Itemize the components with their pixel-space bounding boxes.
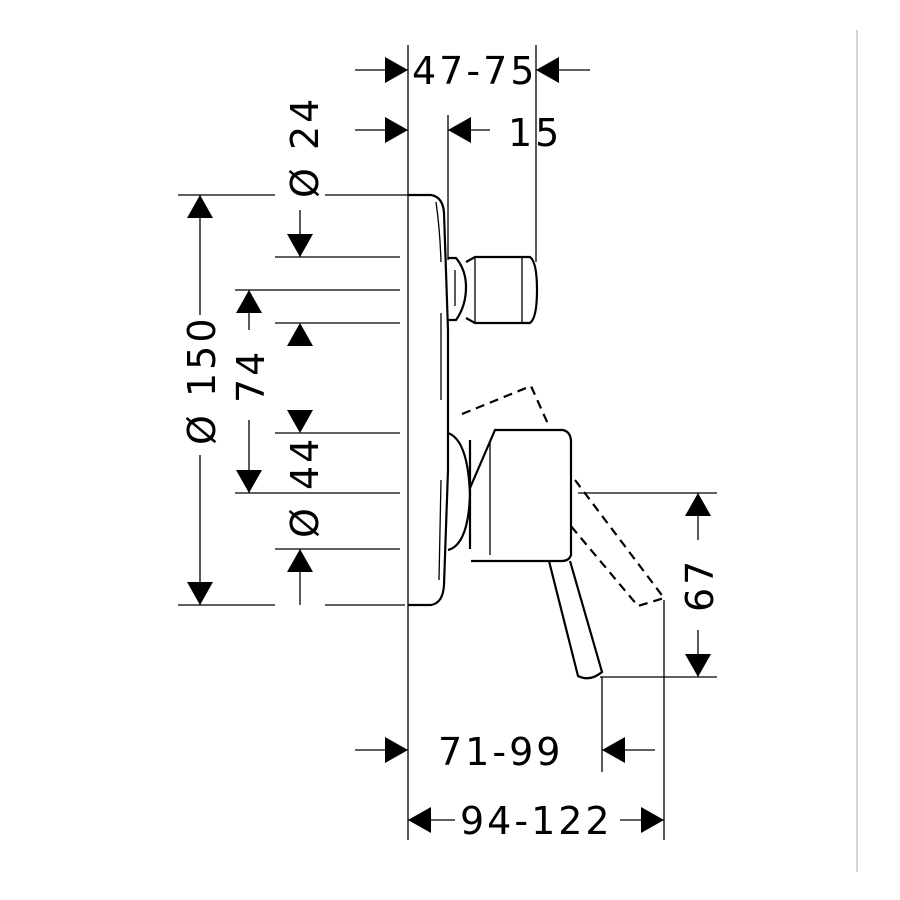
dim-dia-24: Ø 24 bbox=[283, 96, 327, 198]
mixer-outline bbox=[408, 193, 666, 680]
dim-dia-44: Ø 44 bbox=[283, 436, 327, 538]
lever-head bbox=[468, 428, 573, 563]
wall-plate bbox=[408, 193, 450, 607]
lever-alt-down bbox=[569, 479, 666, 608]
dim-dia-150: Ø 150 bbox=[180, 315, 224, 445]
diverter-knob bbox=[448, 256, 468, 322]
dim-top-range: 47-75 bbox=[412, 49, 537, 93]
dim-range-94-122: 94-122 bbox=[460, 799, 613, 843]
cartridge-housing bbox=[447, 431, 472, 552]
dim-offset-15: 15 bbox=[508, 111, 562, 155]
dim-range-71-99: 71-99 bbox=[438, 730, 563, 774]
arrowheads bbox=[187, 57, 711, 833]
dim-height-74: 74 bbox=[229, 349, 273, 403]
lever-arm bbox=[547, 560, 604, 680]
lever-alt-up bbox=[461, 384, 550, 425]
dim-height-67: 67 bbox=[678, 558, 722, 612]
extension-lines bbox=[178, 45, 717, 840]
